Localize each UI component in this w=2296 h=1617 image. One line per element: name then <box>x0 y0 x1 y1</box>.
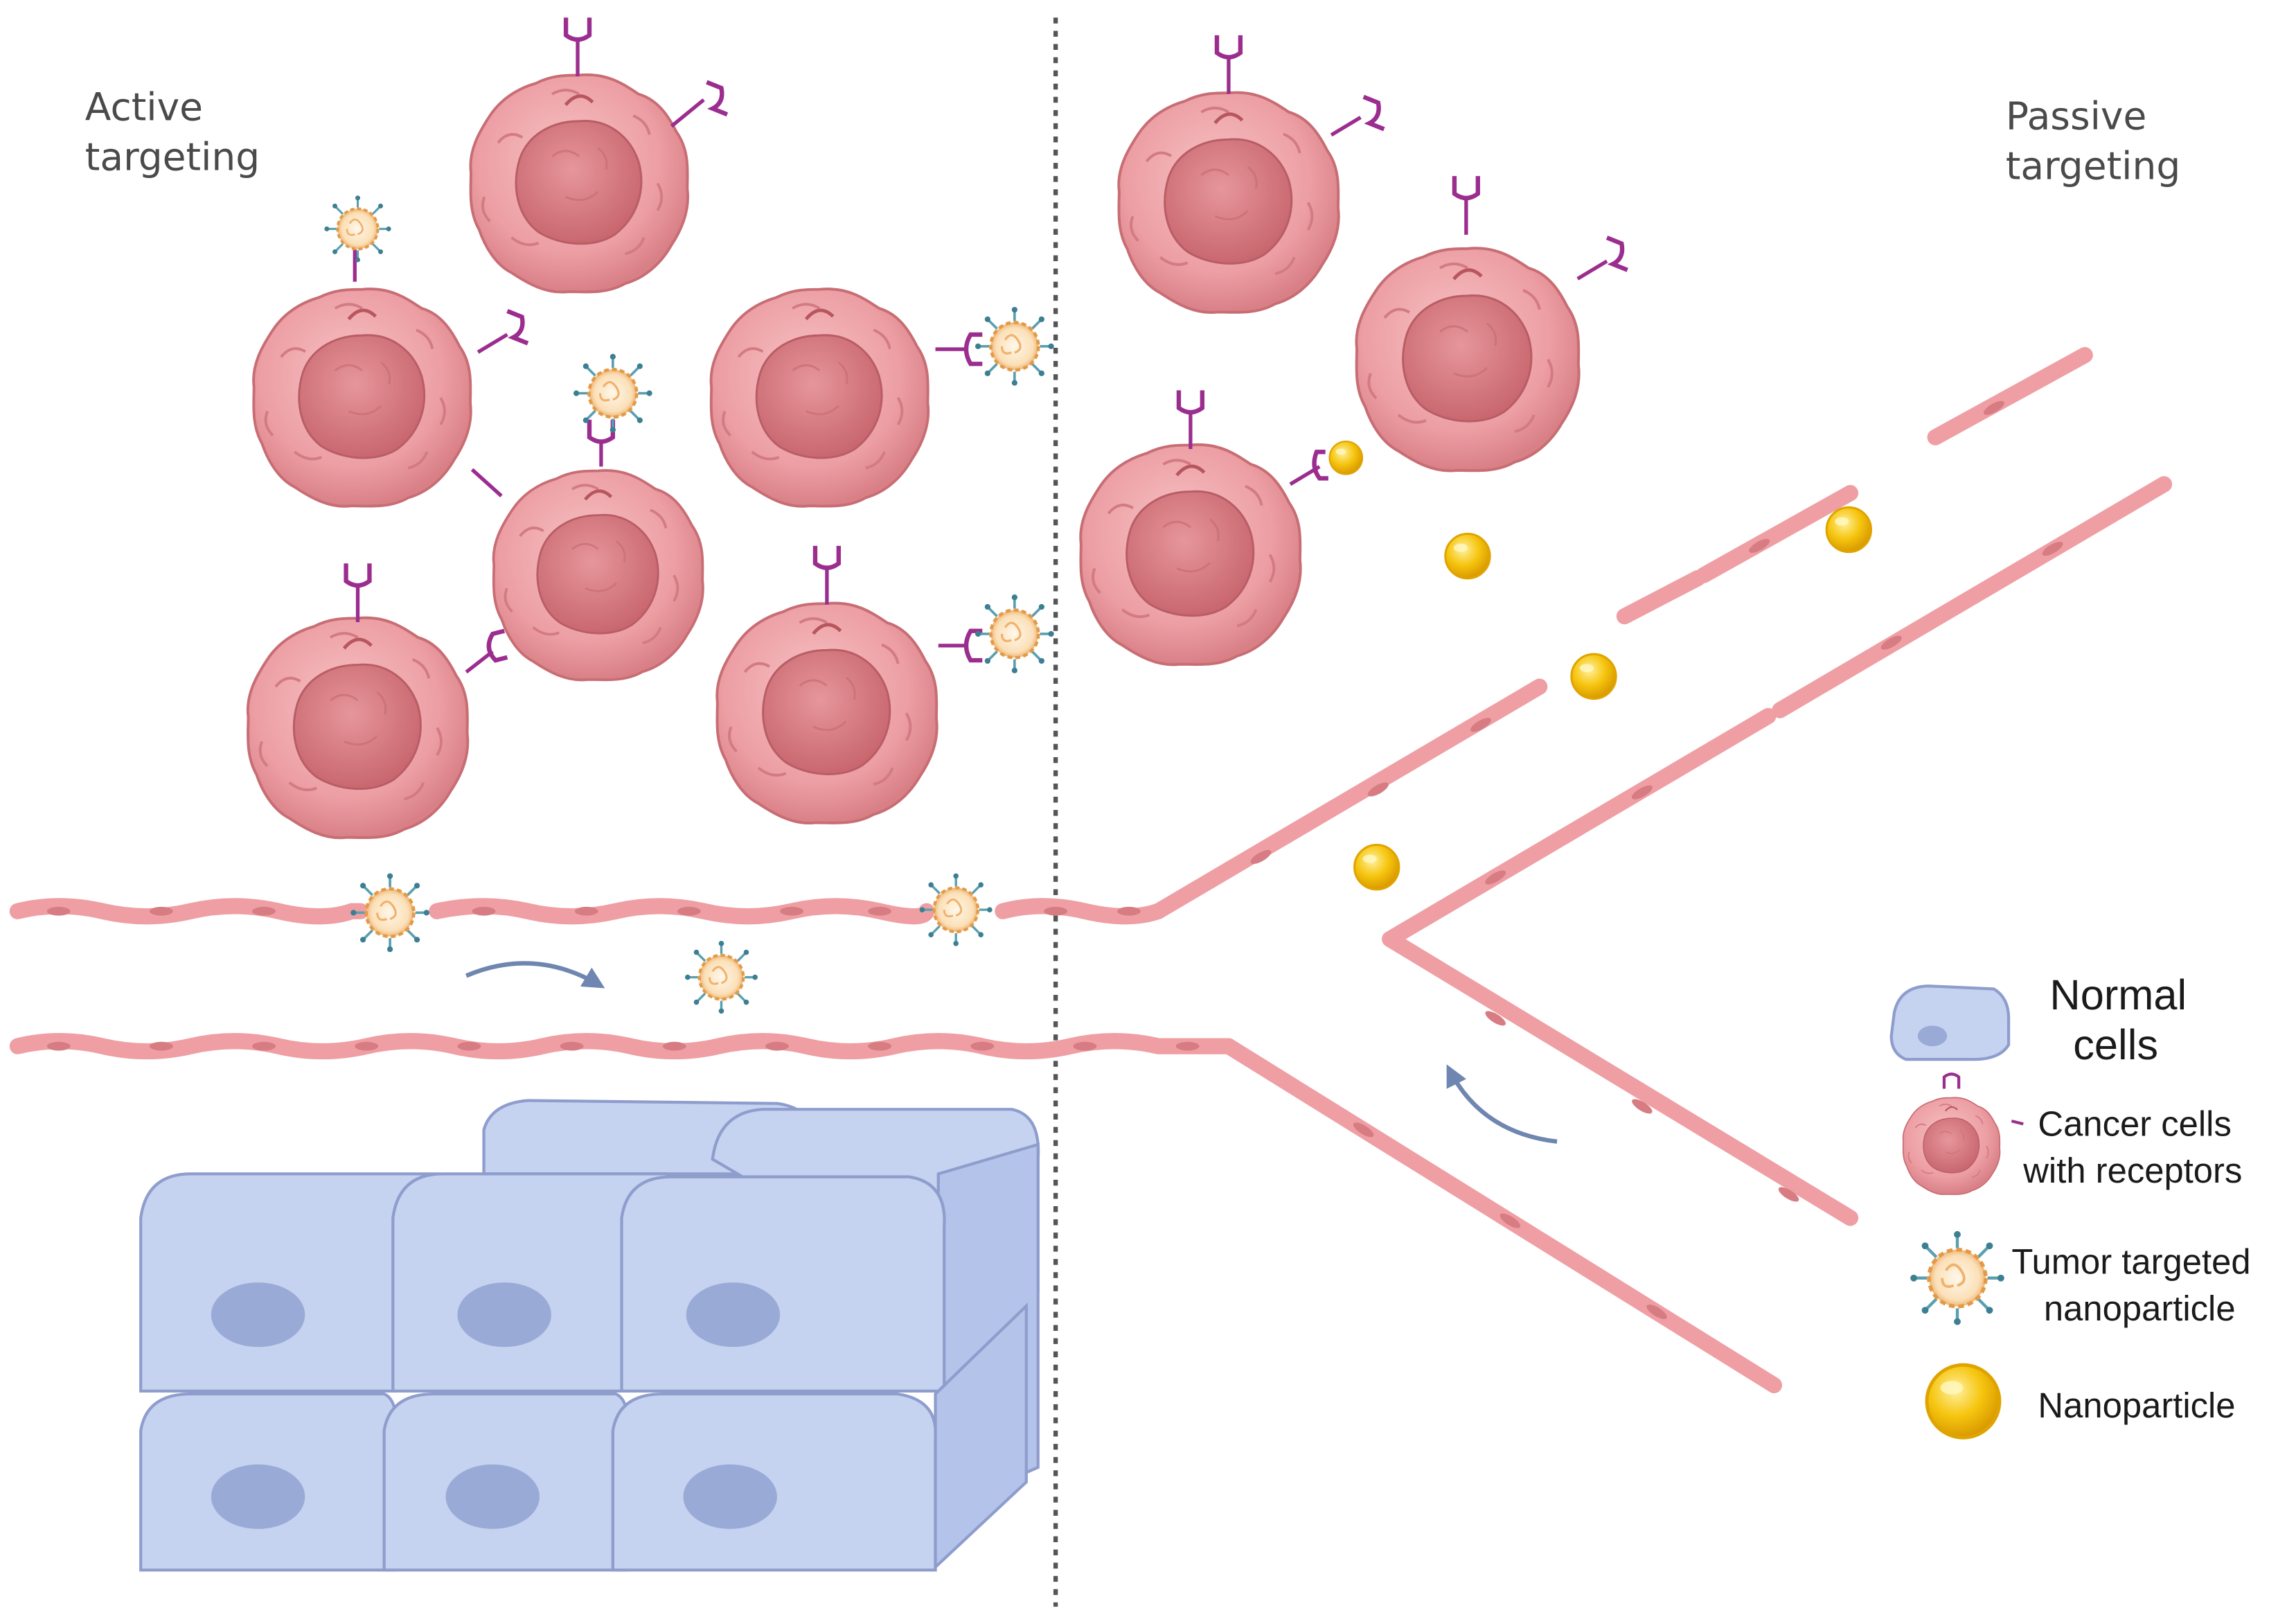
tumor-targeted-nanoparticle <box>920 874 993 946</box>
cancer-cell <box>1119 35 1385 312</box>
vessel-top-wall <box>9 898 369 925</box>
tumor-targeted-nanoparticle <box>685 941 758 1014</box>
nanoparticle <box>1328 440 1364 475</box>
tumor-targeted-nanoparticle <box>350 873 429 952</box>
legend-nanoparticle: Nanoparticle <box>1927 1365 2236 1438</box>
cancer-cell <box>494 419 703 680</box>
legend-normal-cells: Normal cells <box>1889 971 2198 1069</box>
cancer-cell <box>253 249 529 506</box>
tumor-targeted-nanoparticle <box>975 307 1054 386</box>
cancer-cell <box>1080 390 1328 664</box>
cancer-cell <box>717 546 983 823</box>
legend-tumor-np-label: Tumor targeted nanoparticle <box>2011 1242 2260 1328</box>
tumor-targeted-nanoparticle <box>975 594 1054 673</box>
active-targeting-label: Active targeting <box>85 85 260 179</box>
cancer-cell <box>248 563 508 838</box>
legend-normal-label: Normal cells <box>2049 971 2198 1069</box>
cancer-cell <box>711 289 983 506</box>
legend-cancer-label: Cancer cells with receptors <box>2022 1104 2242 1190</box>
normal-cell <box>382 1392 630 1572</box>
normal-cells-block <box>139 1099 1040 1572</box>
cancer-cell <box>1356 176 1628 470</box>
flow-arrow-up <box>1446 1064 1558 1144</box>
passive-targeting-label: Passive targeting <box>2006 94 2180 188</box>
nanoparticle <box>1570 653 1617 700</box>
legend-np-label: Nanoparticle <box>2038 1386 2235 1425</box>
legend-tumor-targeted-nanoparticle: Tumor targeted nanoparticle <box>1910 1231 2260 1328</box>
tumor-targeted-nanoparticle <box>323 194 393 264</box>
legend: Normal cells Cancer cells with receptors… <box>1889 971 2260 1438</box>
legend-cancer-cells: Cancer cells with receptors <box>1902 1072 2242 1196</box>
cancer-cell <box>470 17 729 292</box>
blood-vessel <box>9 346 2173 1394</box>
vessel-bottom-wall <box>9 1033 1237 1060</box>
nanoparticle <box>1825 506 1873 554</box>
flow-arrow-right <box>465 961 605 989</box>
tumor-targeted-nanoparticle <box>573 354 652 433</box>
nanoparticle <box>1444 533 1491 580</box>
nanoparticle <box>1353 844 1400 891</box>
normal-cell <box>611 1392 937 1572</box>
normal-cell <box>620 1175 946 1393</box>
normal-cell <box>139 1392 398 1572</box>
